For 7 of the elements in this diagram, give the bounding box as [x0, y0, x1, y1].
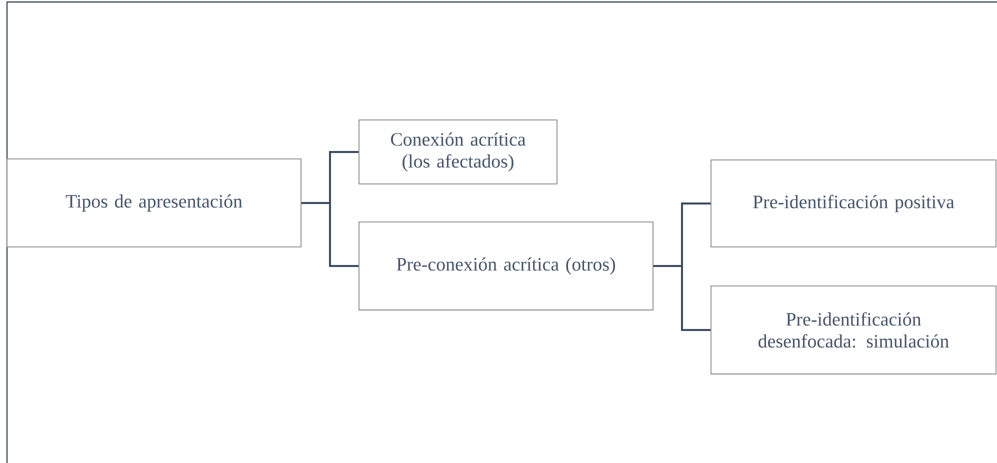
- text-box: Tipos de apresentación: [6, 158, 302, 248]
- text-box: Pre-conexión acrítica (otros): [358, 222, 654, 310]
- text-box: Pre-identificación positiva: [710, 160, 996, 248]
- text-box: Conexión acrítica (los afectados): [358, 120, 558, 184]
- text-box: Pre-identificación desenfocada: simulación: [710, 286, 996, 374]
- connector-line: [301, 202, 359, 267]
- connector-line: [653, 264, 711, 331]
